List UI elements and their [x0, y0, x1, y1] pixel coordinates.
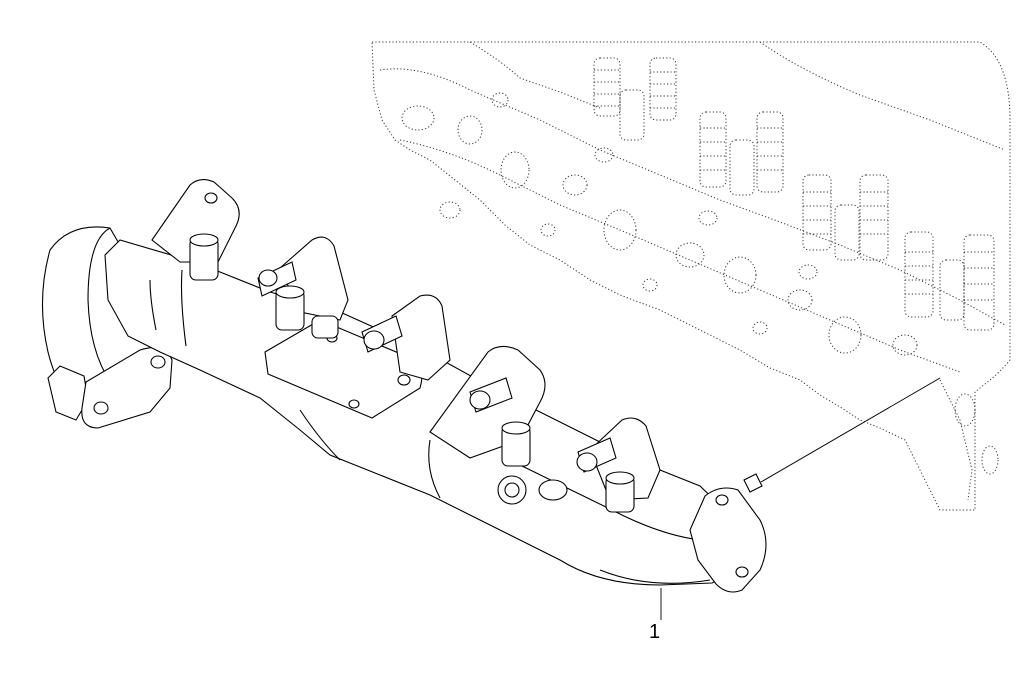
exhaust-manifold — [41, 179, 767, 593]
leader-line-head — [760, 377, 941, 483]
callout-number: 1 — [649, 621, 661, 643]
valve-springs — [593, 57, 995, 331]
cylinder-head-outline — [371, 41, 1011, 511]
leader-lines — [660, 377, 941, 620]
